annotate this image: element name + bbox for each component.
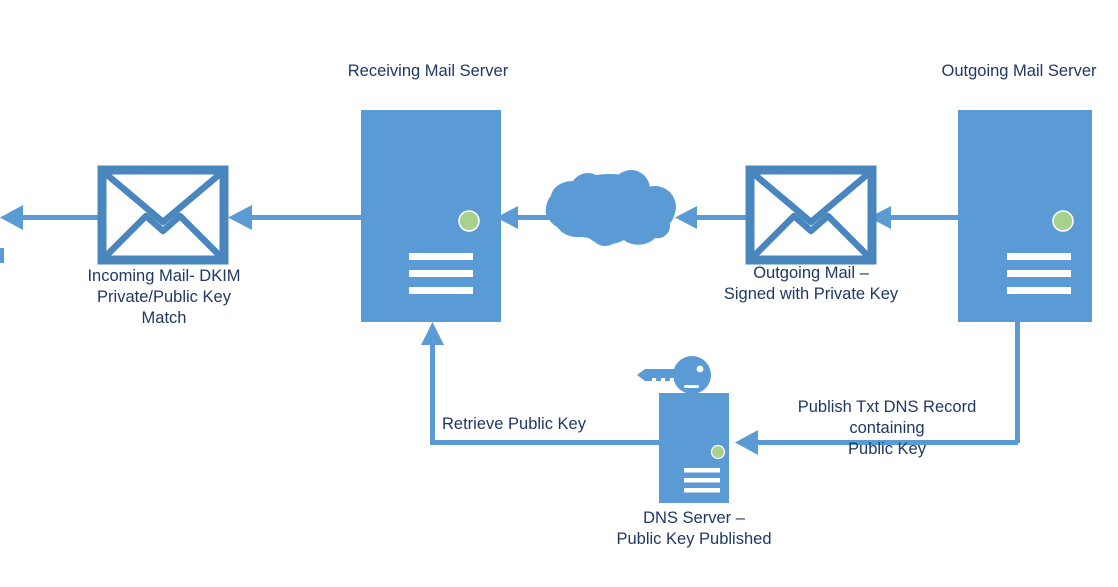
- label-publish-dns-record: Publish Txt DNS Record containing Public…: [797, 398, 977, 458]
- arrow-server-to-envelope: [869, 206, 958, 229]
- arrow-envelope-to-cloud: [675, 206, 748, 229]
- server-icon-outgoing: [958, 110, 1092, 322]
- label-outgoing-mail-signed: Outgoing Mail – Signed with Private Key: [723, 264, 899, 303]
- label-dns-server: DNS Server – Public Key Published: [616, 509, 772, 548]
- label-incoming-mail-dkim: Incoming Mail- DKIM Private/Public Key M…: [87, 267, 241, 327]
- arrow-envelope-to-recipient: [0, 205, 102, 230]
- envelope-icon-incoming: [97, 165, 229, 265]
- label-receiving-mail-server: Receiving Mail Server: [347, 62, 509, 80]
- connector-publish-dns-record: [735, 322, 1020, 455]
- clipped-edge-fragment: [0, 248, 4, 263]
- label-retrieve-public-key: Retrieve Public Key: [442, 415, 586, 433]
- arrow-receiving-server-to-envelope: [228, 205, 363, 230]
- cloud-icon: [545, 170, 676, 246]
- envelope-icon-outgoing: [745, 165, 877, 265]
- arrow-cloud-to-receiving-server: [496, 206, 549, 229]
- connector-retrieve-public-key: [421, 322, 660, 445]
- key-icon: [637, 356, 711, 394]
- server-icon-dns: [659, 393, 729, 503]
- server-icon-receiving: [361, 110, 501, 322]
- label-outgoing-mail-server: Outgoing Mail Server: [941, 62, 1097, 80]
